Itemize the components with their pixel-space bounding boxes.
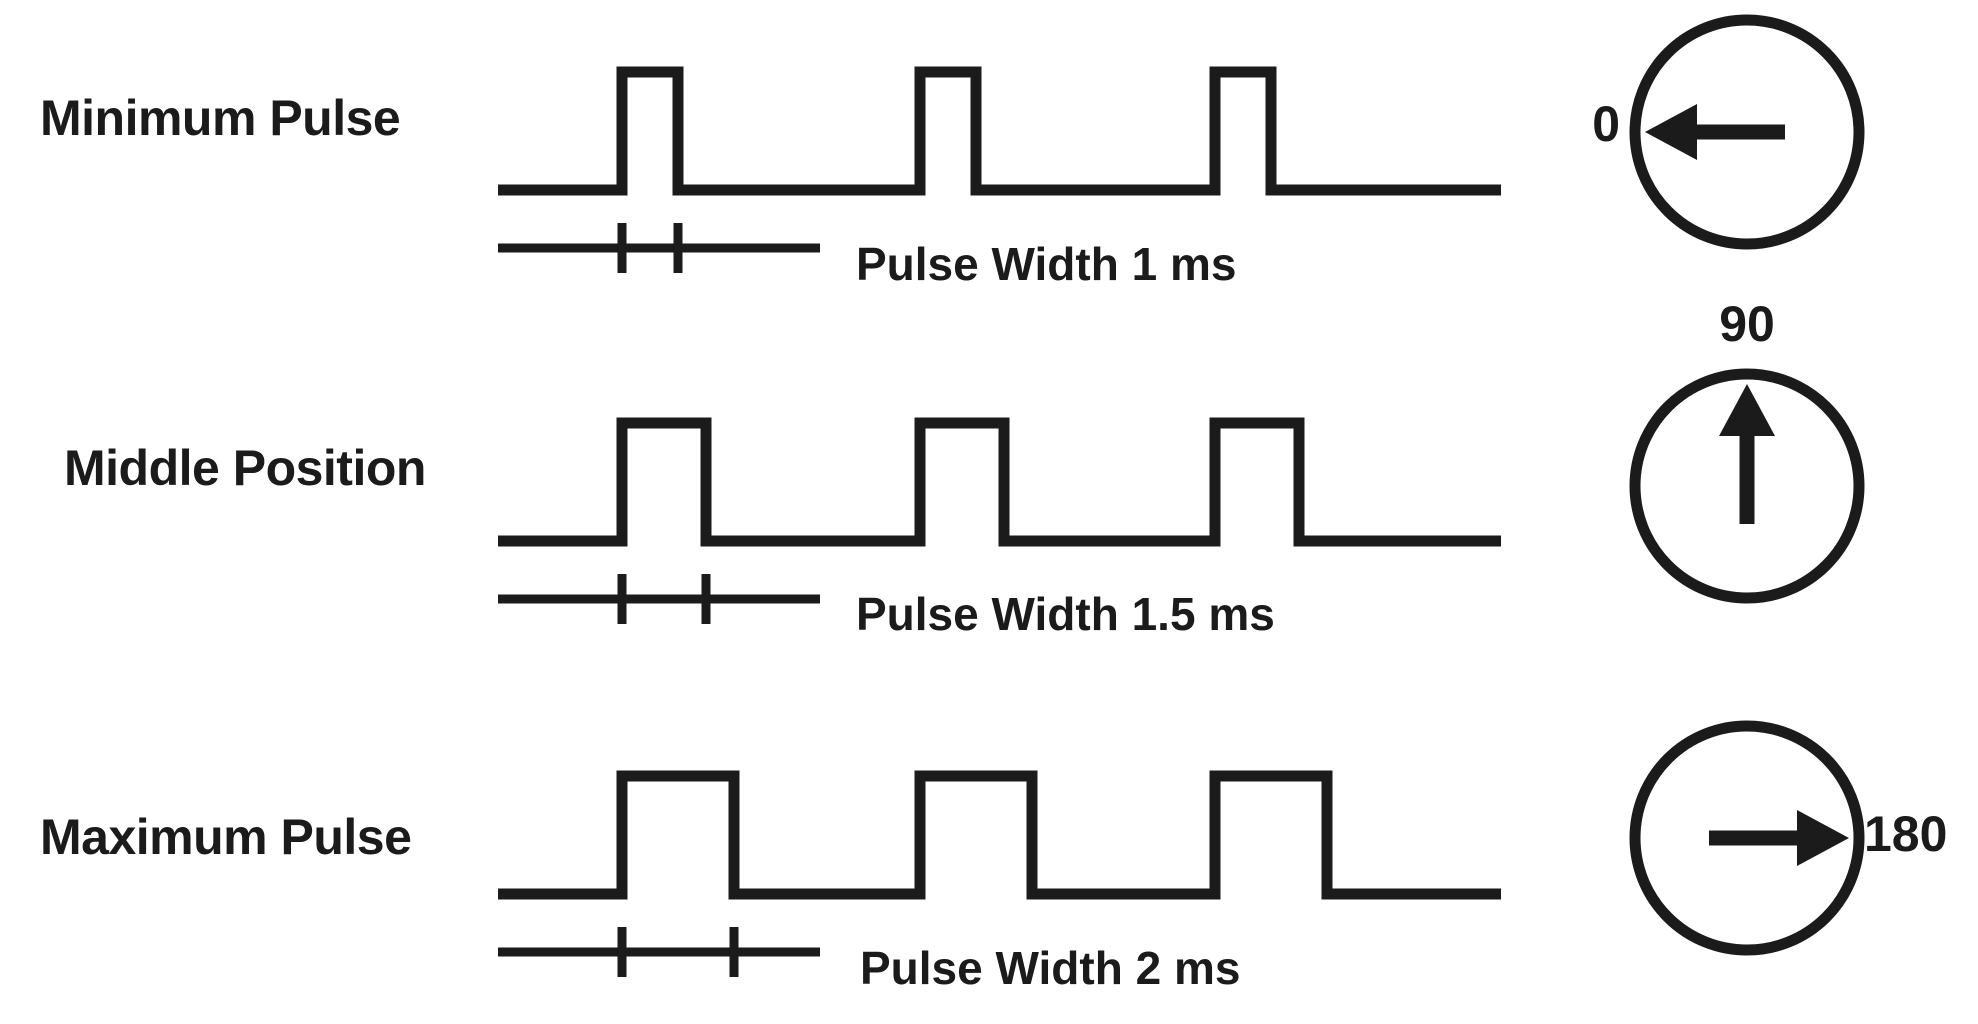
row-label-middle-position: Middle Position — [64, 440, 426, 496]
pulse-train-trace — [498, 66, 1501, 196]
pulse-width-label-1-5ms: Pulse Width 1.5 ms — [856, 588, 1275, 640]
angle-label-0: 0 — [1592, 96, 1620, 152]
pulse-train-trace — [498, 417, 1501, 547]
servo-dial-minimum — [1629, 14, 1865, 250]
servo-arrow-icon — [1719, 384, 1775, 524]
servo-dial-circle — [1629, 368, 1865, 604]
pulse-train-trace — [498, 770, 1501, 900]
row-label-minimum-pulse: Minimum Pulse — [40, 90, 401, 146]
servo-dial-maximum — [1629, 720, 1865, 956]
servo-arrow-icon — [1709, 810, 1849, 866]
pulse-width-label-2ms: Pulse Width 2 ms — [860, 942, 1241, 994]
pulse-waveform-maximum — [498, 770, 1501, 977]
pulse-waveform-middle — [498, 417, 1501, 624]
pulse-waveform-minimum — [498, 66, 1501, 273]
servo-dial-circle — [1629, 14, 1865, 250]
pulse-width-label-1ms: Pulse Width 1 ms — [856, 238, 1237, 290]
servo-dial-middle — [1629, 368, 1865, 604]
row-label-maximum-pulse: Maximum Pulse — [40, 809, 412, 865]
angle-label-90: 90 — [1719, 296, 1775, 352]
servo-arrow-icon — [1645, 104, 1785, 160]
servo-dial-circle — [1629, 720, 1865, 956]
angle-label-180: 180 — [1864, 806, 1948, 862]
